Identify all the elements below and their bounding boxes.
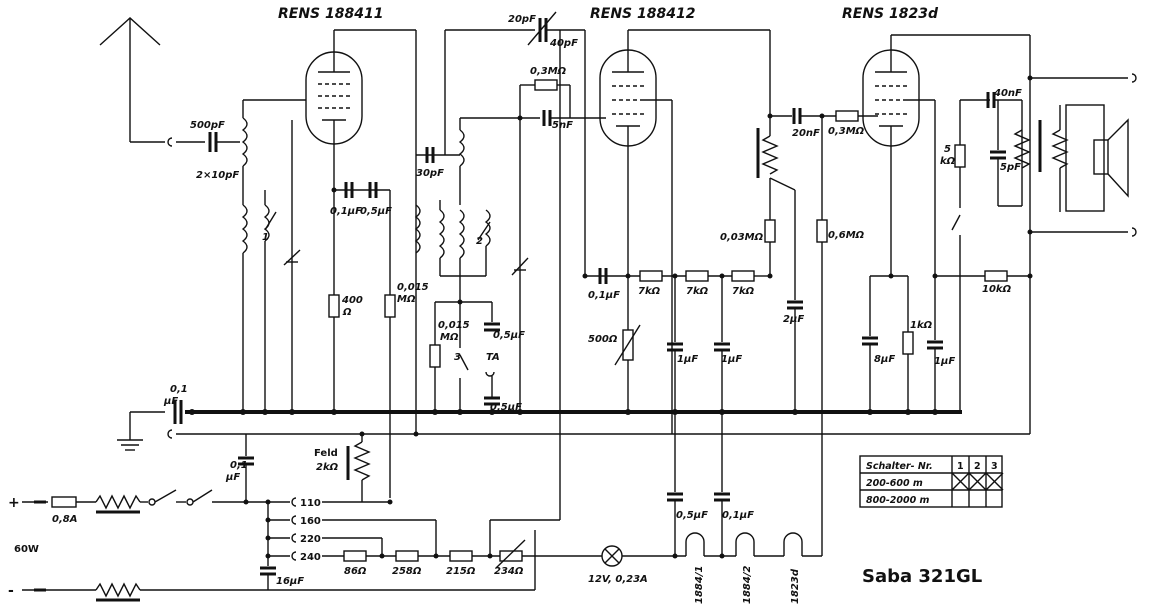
c2x10pf-label: 2×10pF [196,170,239,181]
antenna-symbol [99,17,205,147]
table-row-1-range: 200-600 m [866,478,923,489]
tube-rens-188412 [599,30,657,150]
tube-rens-1823d [862,35,920,150]
c01uf-in-unit: µF [163,396,178,407]
minus-sign: - [8,583,14,599]
r0015a-unit: MΩ [397,294,416,305]
heater-2-label: 1884/2 [742,566,753,604]
junction-dots [189,75,1033,559]
ta-label: TA [486,352,500,363]
c01uf-mains-unit: µF [225,472,240,483]
table-header-2: 2 [974,461,981,472]
table-row-2-range: 800-2000 m [866,495,930,506]
r03mohm-b-label: 0,3MΩ [828,126,865,137]
table-cell-cross [968,472,987,491]
schematic-title: Saba 321GL [862,566,982,587]
tap-110: 110 [300,498,321,509]
table-header-3: 3 [991,461,998,472]
r7k-b-label: 7kΩ [686,286,709,297]
lamp-label: 12V, 0,23A [588,574,648,585]
r215-label: 215Ω [446,566,476,577]
c5nf-label: 5nF [552,120,573,131]
r258-label: 258Ω [392,566,422,577]
table-header-1: 1 [957,461,964,472]
fuse-label: 0,8A [52,514,77,525]
c1uf-b-label: 1µF [721,354,742,365]
r7k-c-label: 7kΩ [732,286,755,297]
c20pf-label: 20pF [508,14,536,25]
r7k-a-label: 7kΩ [638,286,661,297]
c01uf-c2-label: 0,1µF [722,510,754,521]
c30pf-label: 30pF [416,168,444,179]
heater-3-label: 1823d [790,568,801,604]
table-cells [951,472,1004,491]
c01uf-a-label: 0,1µF [330,206,362,217]
tube-label-1: RENS 188411 [278,6,383,22]
c05uf-c-label: 0,5µF [490,402,522,413]
tube-label-2: RENS 188412 [590,6,695,22]
r06mohm-label: 0,6MΩ [828,230,865,241]
feld-label: Feld [314,448,338,459]
switch-1-label: 1 [262,232,269,243]
feld-r-label: 2kΩ [316,462,339,473]
c40nf-label: 40nF [993,88,1022,99]
switch-3-label: 3 [454,352,461,363]
r1k-label: 1kΩ [910,320,933,331]
table-cell-cross [985,472,1004,491]
r0015b-unit: MΩ [440,332,459,343]
table-cell-cross [951,472,970,491]
c01uf-mains-label: 0,1 [230,460,248,471]
r5k-unit: kΩ [940,156,956,167]
r500-label: 500Ω [588,334,618,345]
tap-160: 160 [300,516,321,527]
c500pf-label: 500pF [190,120,225,131]
c01uf-b-label: 0,1µF [588,290,620,301]
c2uf-label: 2µF [783,314,804,325]
heater-1-label: 1884/1 [694,566,705,604]
plus-sign: + [8,495,20,511]
r400-label: 400 [341,295,363,306]
c05uf-a-label: 0,5µF [360,206,392,217]
c1uf-a-label: 1µF [677,354,698,365]
ground-symbol [117,411,165,451]
tube-label-3: RENS 1823d [842,6,939,22]
r234-label: 234Ω [494,566,524,577]
tap-220: 220 [300,534,321,545]
r400-unit: Ω [342,307,352,318]
c40pf-label: 40pF [549,38,578,49]
r003mohm-label: 0,03MΩ [720,232,764,243]
table-header-label: Schalter- Nr. [866,461,933,472]
c8uf-label: 8µF [874,354,895,365]
tap-240: 240 [300,552,321,563]
r10k-label: 10kΩ [982,284,1012,295]
power-label: 60W [14,544,39,555]
c1uf-c-label: 1µF [934,356,955,367]
r0015b-label: 0,015 [438,320,470,331]
c05uf-b-label: 0,5µF [493,330,525,341]
r03mohm-top-label: 0,3MΩ [530,66,567,77]
c16uf-label: 16µF [276,576,304,587]
switch-2-label: 2 [476,236,483,247]
c5pf-label: 5pF [1000,162,1021,173]
tube-rens-188411 [305,30,363,150]
c05uf-d-label: 0,5µF [676,510,708,521]
switch-table: Schalter- Nr. 1 2 3 200-600 m 800-2000 m [859,455,1004,508]
c20nf-label: 20nF [792,128,820,139]
c01uf-in-label: 0,1 [170,384,188,395]
r5k-label: 5 [944,144,951,155]
r0015a-label: 0,015 [397,282,429,293]
r86-label: 86Ω [344,566,367,577]
